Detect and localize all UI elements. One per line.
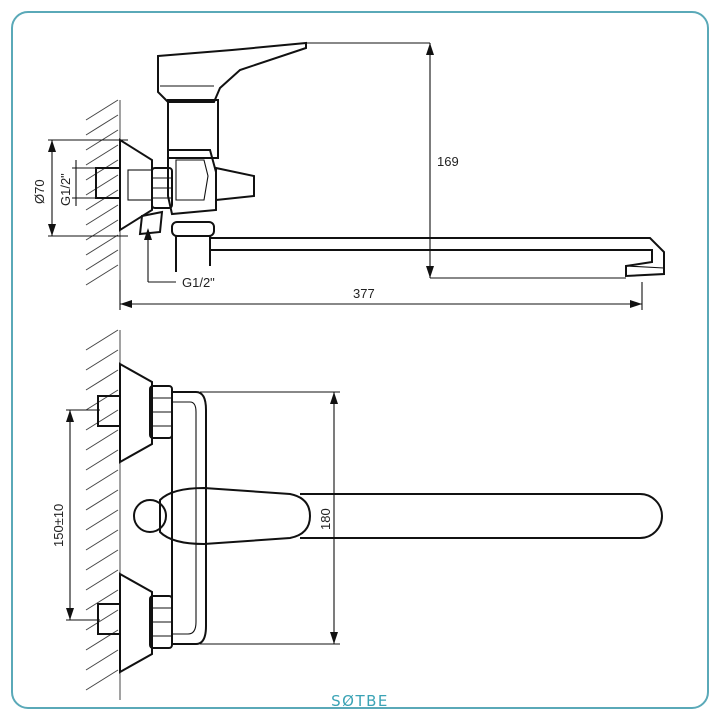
wall-hatch-bottom [85,329,121,700]
dim-169 [306,42,626,279]
lever-handle-plan [133,486,312,546]
dim-377-label: 377 [353,286,375,301]
spout-side [210,237,665,278]
wall-hatch-top [85,99,121,286]
plan-view: 150±10 180 [51,329,663,700]
diverter-button [138,210,164,236]
mixer-body-plan [171,391,207,645]
dim-diameter-label: Ø70 [32,179,47,204]
brand-logo: SØTBE [331,692,389,710]
dim-377 [119,280,643,310]
dim-thread-vertical [72,160,98,206]
frame-border [11,11,709,709]
spout-plan [300,493,663,539]
lever-handle-side [157,41,307,103]
dim-thread-bottom-label: G1/2" [182,275,215,290]
dim-diameter [48,139,128,237]
dim-169-label: 169 [437,154,459,169]
dim-thread-bottom [144,228,176,283]
dim-thread-vertical-label: G1/2" [58,173,73,206]
dim-180-label: 180 [318,508,333,530]
dim-spacing [66,409,100,621]
side-view: 169 377 Ø70 G1/2" [32,41,665,310]
spout-swivel [171,221,215,272]
dim-spacing-label: 150±10 [51,504,66,547]
connector-upper [97,362,173,464]
connector-lower [97,572,173,674]
dim-180 [200,391,340,645]
valve-body [151,99,255,216]
